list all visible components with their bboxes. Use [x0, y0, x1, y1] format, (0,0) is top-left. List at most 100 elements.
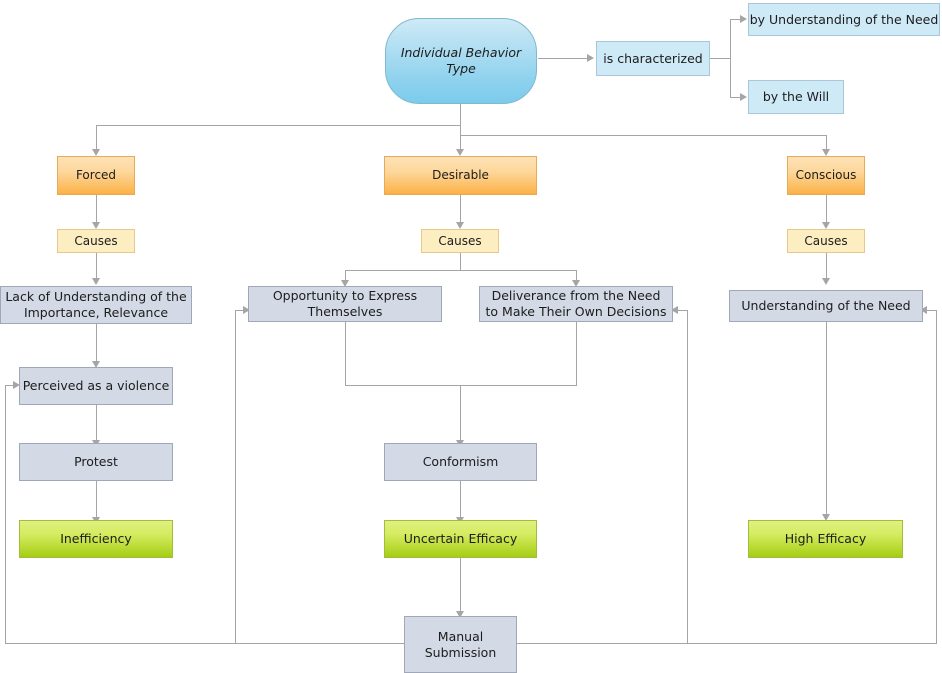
node-label: Manual Submission [424, 628, 497, 660]
arrowhead-down [821, 149, 830, 156]
connector-uncertain-to-manual [460, 558, 461, 616]
connector-feedback-left-vertical [5, 385, 6, 644]
connector-to-forced [96, 125, 97, 151]
arrowhead-down [91, 278, 100, 285]
node-by-the-will[interactable]: by the Will [748, 80, 844, 114]
node-perceived-as-a-violence[interactable]: Perceived as a violence [19, 367, 173, 405]
connector-root-down [460, 104, 461, 125]
arrowhead-right [13, 381, 20, 389]
connector-merge-to-conformism [460, 385, 461, 443]
node-label: Causes [438, 233, 482, 248]
node-label: High Efficacy [784, 531, 867, 547]
arrowhead-right [587, 54, 594, 62]
arrowhead-down [821, 514, 830, 521]
connector-opportunity-down [345, 322, 346, 385]
connector-feedback-left-in [5, 385, 14, 386]
connector-feedback-midleft-in [235, 310, 244, 311]
node-label: Lack of Understanding of the Importance,… [5, 289, 187, 320]
node-label: Forced [75, 168, 117, 182]
connector-feedback-right-vertical [936, 310, 937, 644]
connector-perceived-to-protest [96, 405, 97, 444]
node-label: Deliverance from the Need to Make Their … [485, 288, 667, 319]
node-desirable[interactable]: Desirable [384, 156, 537, 195]
arrowhead-down [455, 222, 464, 229]
node-causes-middle[interactable]: Causes [421, 229, 499, 253]
arrowhead-right [243, 306, 250, 314]
arrowhead-down [821, 278, 830, 285]
connector-conscious-to-causes [826, 195, 827, 224]
node-individual-behavior-type[interactable]: Individual Behavior Type [385, 18, 537, 104]
connector-to-deliverance [576, 270, 577, 282]
node-opportunity-to-express-themselves[interactable]: Opportunity to Express Themselves [248, 286, 442, 322]
connector-root-to-characterized [538, 58, 588, 59]
node-label: by Understanding of the Need [749, 11, 939, 27]
node-label: Individual Behavior Type [400, 45, 522, 76]
node-label: Opportunity to Express Themselves [272, 288, 418, 319]
node-label: Uncertain Efficacy [403, 531, 518, 547]
node-deliverance-from-the-need[interactable]: Deliverance from the Need to Make Their … [479, 286, 673, 322]
node-by-understanding-of-the-need[interactable]: by Understanding of the Need [748, 3, 940, 36]
connector-forced-to-causes [96, 195, 97, 224]
connector-lack-to-perceived [96, 324, 97, 363]
node-causes-right[interactable]: Causes [787, 229, 865, 253]
connector-understanding-to-high [826, 322, 827, 517]
connector-causes-to-lack [96, 253, 97, 280]
node-label: by the Will [762, 89, 830, 105]
arrowhead-down [91, 149, 100, 156]
node-uncertain-efficacy[interactable]: Uncertain Efficacy [384, 520, 537, 558]
connector-desirable-to-causes [460, 195, 461, 224]
connector-protest-to-inefficiency [96, 481, 97, 520]
node-inefficiency[interactable]: Inefficiency [19, 520, 173, 558]
node-protest[interactable]: Protest [19, 443, 173, 481]
node-is-characterized[interactable]: is characterized [596, 41, 710, 76]
node-lack-of-understanding[interactable]: Lack of Understanding of the Importance,… [0, 286, 192, 324]
connector-bar-left [96, 125, 461, 126]
arrowhead-down [571, 280, 580, 287]
node-label: Understanding of the Need [741, 298, 911, 314]
arrowhead-down [91, 222, 100, 229]
connector-feedback-bus-right [517, 643, 937, 644]
node-label: Desirable [432, 168, 489, 182]
connector-causes-mid-down [460, 253, 461, 270]
connector-to-conscious [826, 135, 827, 151]
connector-middle-merge [345, 385, 577, 386]
node-conformism[interactable]: Conformism [384, 443, 537, 481]
arrowhead-down [340, 280, 349, 287]
node-causes-left[interactable]: Causes [57, 229, 135, 253]
node-label: Perceived as a violence [22, 378, 170, 394]
connector-bar-joint [460, 125, 461, 135]
connector-characterized-stub [710, 58, 730, 59]
node-label: Conformism [422, 454, 499, 470]
connector-characterized-vertical [730, 19, 731, 97]
connector-conformism-to-uncertain [460, 481, 461, 520]
node-label: Protest [74, 454, 118, 470]
connector-to-will [730, 97, 741, 98]
node-label: Causes [74, 233, 118, 248]
node-understanding-of-the-need[interactable]: Understanding of the Need [729, 290, 923, 322]
connector-feedback-midleft-vertical [235, 310, 236, 644]
connector-to-desirable [460, 135, 461, 151]
node-label: Conscious [795, 168, 857, 182]
node-conscious[interactable]: Conscious [787, 156, 865, 195]
connector-deliverance-down [576, 322, 577, 385]
connector-feedback-midright-in [678, 310, 688, 311]
connector-to-understanding [730, 19, 741, 20]
connector-feedback-bus-left [5, 643, 455, 644]
arrowhead-down [455, 611, 464, 618]
node-forced[interactable]: Forced [57, 156, 135, 195]
arrowhead-left [671, 306, 678, 314]
connector-feedback-midright-vertical [687, 310, 688, 644]
connector-feedback-right-in [927, 310, 937, 311]
connector-to-opportunity [345, 270, 346, 282]
arrowhead-left [920, 306, 927, 314]
node-manual-submission[interactable]: Manual Submission [404, 616, 517, 673]
node-label: is characterized [603, 50, 703, 66]
node-high-efficacy[interactable]: High Efficacy [748, 520, 903, 558]
arrowhead-down [91, 361, 100, 368]
connector-causes-mid-split [345, 270, 576, 271]
connector-causes-to-understanding [826, 253, 827, 280]
connector-bar-right [460, 135, 826, 136]
node-label: Causes [804, 233, 848, 248]
arrowhead-down [821, 222, 830, 229]
